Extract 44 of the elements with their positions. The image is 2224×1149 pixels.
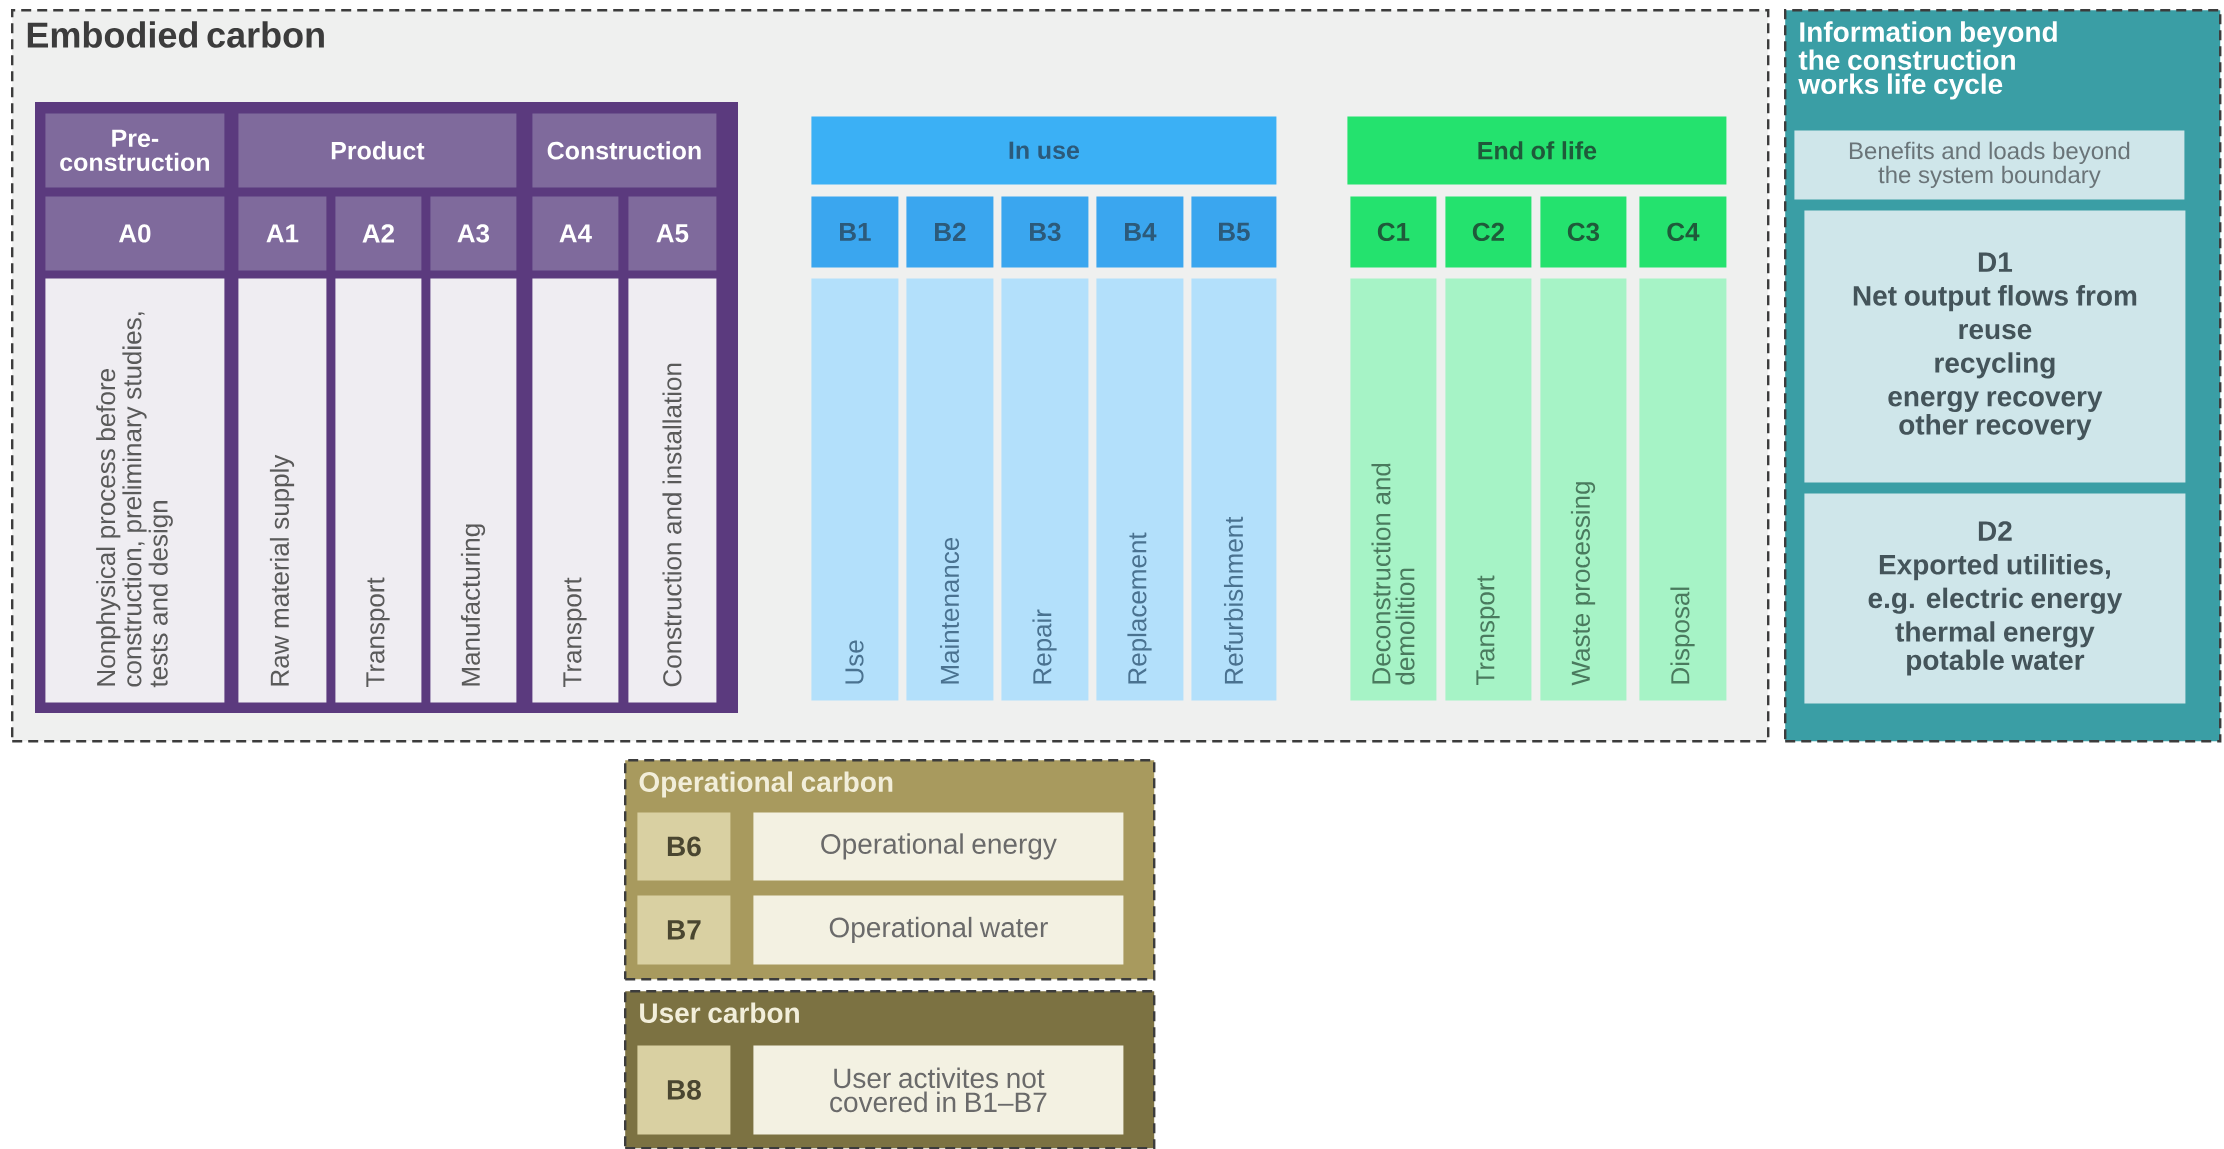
module-code: B1 [811, 196, 899, 268]
module-cell: Refurbishment [1191, 278, 1277, 701]
stage-header: In use [811, 116, 1277, 185]
module-code: A4 [532, 196, 619, 271]
stage-header: Pre-construction [45, 113, 225, 188]
module-code: A3 [430, 196, 517, 271]
module-code: C2 [1445, 196, 1532, 268]
module-code: A1 [238, 196, 327, 271]
module-cell: Construction and installation [628, 278, 717, 703]
module-code: B6 [637, 812, 731, 881]
stage-header: Product [238, 113, 517, 188]
stage-header: Construction [532, 113, 717, 188]
info-box: D2 Exported utilities, e.g. electric energy thermal energy potable water [1804, 493, 2186, 704]
module-cell: Operational water [753, 895, 1124, 965]
module-cell: Waste processing [1540, 278, 1627, 701]
module-code: A2 [335, 196, 422, 271]
stage-header: End of life [1347, 116, 1727, 185]
module-code: B4 [1096, 196, 1184, 268]
module-code: B3 [1001, 196, 1089, 268]
module-cell: Repair [1001, 278, 1089, 701]
module-cell: Disposal [1639, 278, 1727, 701]
module-cell: Operational energy [753, 812, 1124, 881]
module-cell: Transport [335, 278, 422, 703]
module-code: B5 [1191, 196, 1277, 268]
module-code: B2 [906, 196, 994, 268]
module-code: A5 [628, 196, 717, 271]
module-code: B7 [637, 895, 731, 965]
module-code: C1 [1350, 196, 1437, 268]
module-code: B8 [637, 1045, 731, 1135]
info-box: Benefits and loads beyond the system boundary [1794, 130, 2185, 200]
module-code: C3 [1540, 196, 1627, 268]
module-cell: Deconstruction and demolition [1350, 278, 1437, 701]
module-cell: Manufacturing [430, 278, 517, 703]
module-code: A0 [45, 196, 225, 271]
module-cell: Maintenance [906, 278, 994, 701]
info-box: D1 Net output flows from reuse recycling energy recovery other recovery [1804, 210, 2186, 483]
module-cell: Transport [1445, 278, 1532, 701]
module-cell: User activites not covered in B1–B7 [753, 1045, 1124, 1135]
module-cell: Use [811, 278, 899, 701]
module-cell: Nonphysical process before construction, preliminary studies, tests and design [45, 278, 225, 703]
module-cell: Raw material supply [238, 278, 327, 703]
module-code: C4 [1639, 196, 1727, 268]
module-cell: Transport [532, 278, 619, 703]
module-cell: Replacement [1096, 278, 1184, 701]
